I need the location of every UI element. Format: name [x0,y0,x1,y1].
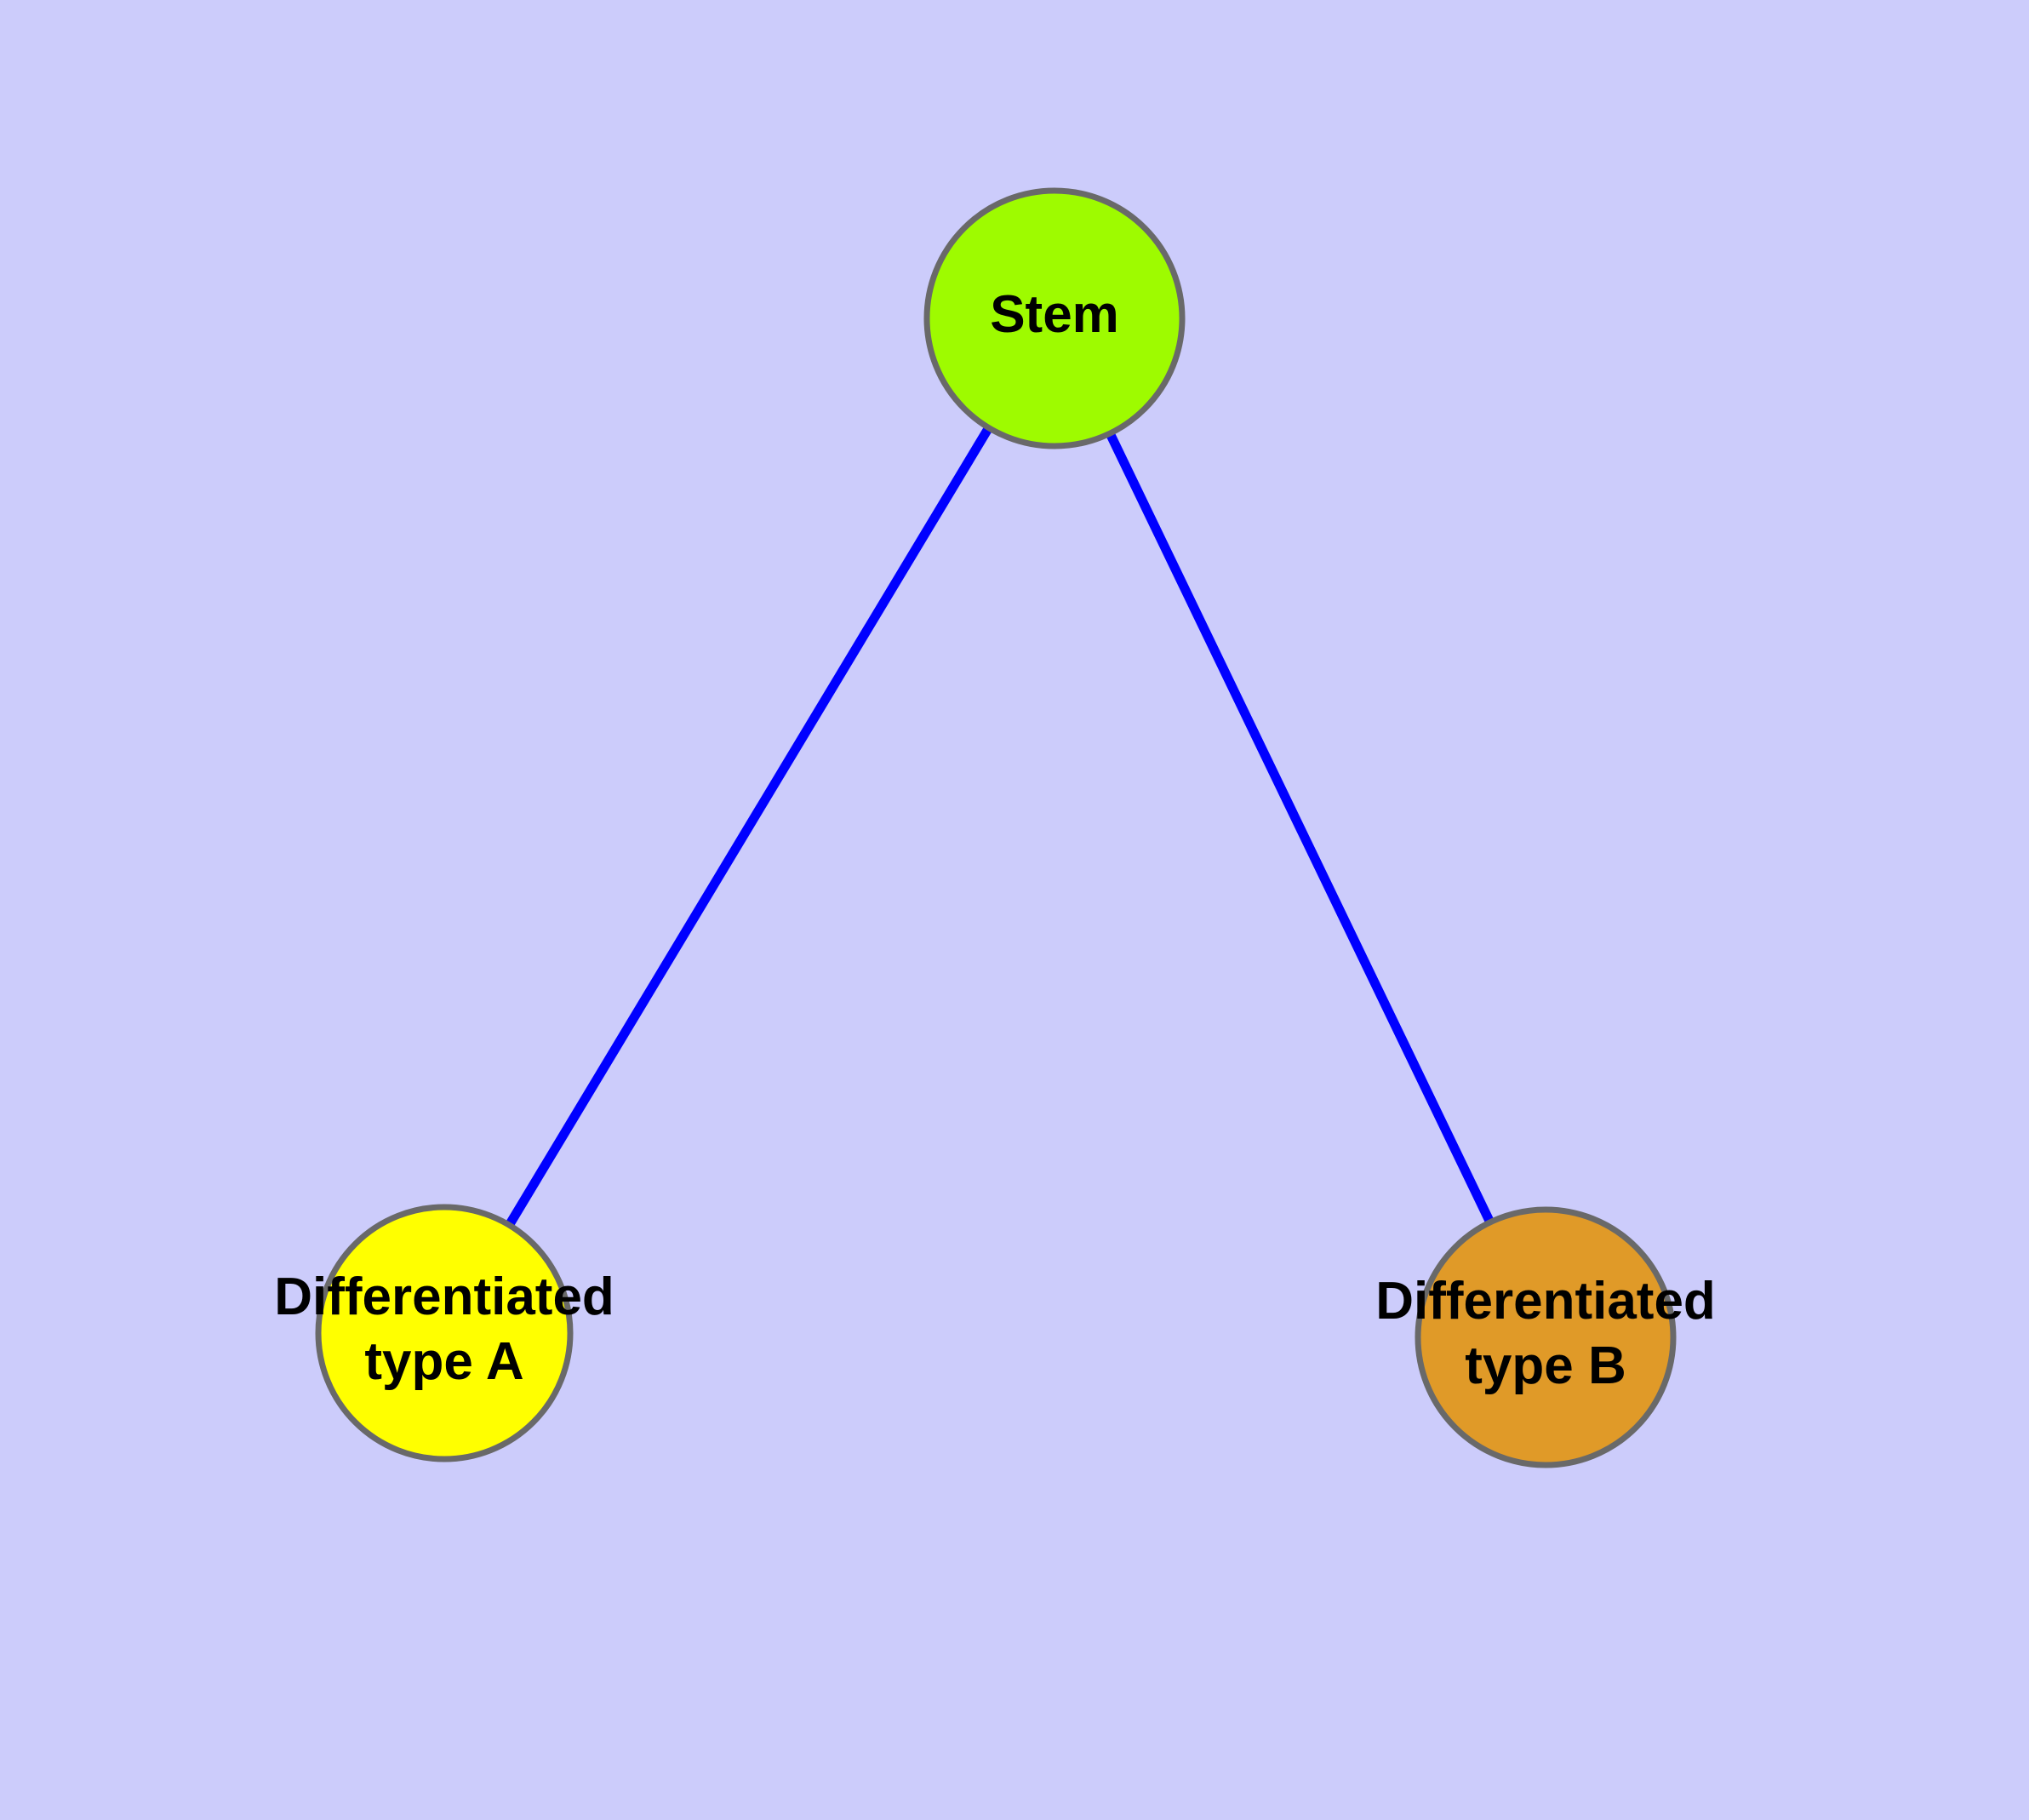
edges-layer [504,423,1495,1229]
edge-stem-to-diff-a[interactable] [504,423,994,1229]
node-label-line: Differentiated [1375,1273,1716,1331]
node-label-line: Stem [990,285,1119,344]
nodes-layer [315,187,1677,1468]
node-diff-b[interactable] [1415,1206,1677,1468]
node-label-line: Differentiated [274,1268,614,1327]
node-label-stem: Stem [990,285,1119,344]
node-label-line: type B [1465,1336,1626,1395]
node-diff-a[interactable] [315,1204,574,1462]
node-label-line: type A [364,1332,523,1391]
edge-stem-to-diff-b[interactable] [1105,429,1495,1227]
node-stem[interactable] [923,187,1186,449]
